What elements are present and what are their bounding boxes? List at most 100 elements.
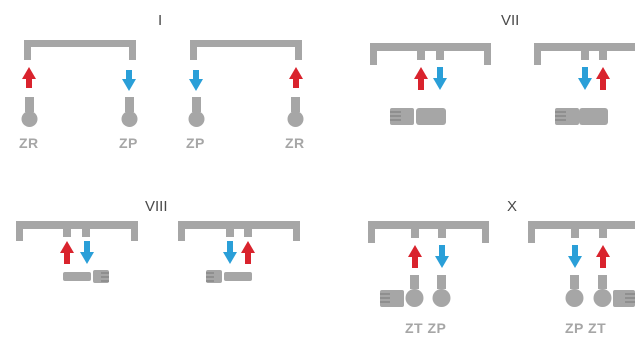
thermostatic-head-grip bbox=[390, 111, 401, 113]
section-heading-i: I bbox=[158, 12, 162, 29]
radiator-pipe bbox=[370, 43, 491, 51]
radiator-pipe bbox=[528, 221, 635, 229]
blue-down-arrow-icon bbox=[122, 70, 136, 91]
radiator-leg bbox=[129, 40, 136, 60]
section-heading-x: X bbox=[507, 198, 517, 215]
valve-icon bbox=[405, 289, 424, 307]
red-up-arrow-icon bbox=[60, 241, 74, 264]
connector-stub bbox=[438, 229, 446, 238]
radiator-pipe bbox=[368, 221, 489, 229]
connector-stub bbox=[571, 229, 579, 238]
valve-body bbox=[63, 272, 91, 281]
unit-viii-right bbox=[178, 221, 300, 283]
unit-x-left: ZT ZP bbox=[368, 221, 489, 336]
blue-down-arrow-icon bbox=[189, 70, 203, 91]
connector-stub bbox=[411, 229, 419, 238]
connector-stub bbox=[599, 51, 607, 60]
valve-icon bbox=[432, 289, 451, 307]
blue-down-arrow-icon bbox=[433, 67, 447, 90]
thermostatic-head-grip bbox=[206, 276, 214, 278]
valve-stem bbox=[570, 275, 579, 289]
blue-down-arrow-icon bbox=[568, 245, 582, 268]
valve-icon bbox=[565, 289, 584, 307]
valve-body bbox=[416, 108, 446, 125]
valve-icon bbox=[21, 111, 38, 127]
thermostatic-head-grip bbox=[101, 280, 109, 282]
blue-down-arrow-icon bbox=[80, 241, 94, 264]
thermostatic-head-grip bbox=[555, 119, 566, 121]
thermostatic-head-grip bbox=[101, 272, 109, 274]
thermostatic-head-grip bbox=[625, 301, 635, 303]
radiator-leg bbox=[534, 43, 541, 65]
connection-label: ZP ZT bbox=[565, 320, 606, 336]
valve-body bbox=[579, 108, 608, 125]
unit-i-left: ZR ZP bbox=[19, 40, 138, 151]
unit-i-right: ZP ZR bbox=[186, 40, 305, 151]
radiator-leg bbox=[16, 221, 23, 241]
thermostatic-head-grip bbox=[390, 115, 401, 117]
radiator-leg bbox=[293, 221, 300, 241]
section-heading-vii: VII bbox=[501, 12, 519, 29]
unit-vii-left bbox=[370, 43, 491, 125]
thermostatic-head-grip bbox=[380, 301, 390, 303]
connector-stub bbox=[599, 229, 607, 238]
connection-label: ZP bbox=[119, 135, 138, 151]
thermostatic-head-grip bbox=[380, 293, 390, 295]
red-up-arrow-icon bbox=[241, 241, 255, 264]
thermostatic-head-grip bbox=[206, 280, 214, 282]
blue-down-arrow-icon bbox=[435, 245, 449, 268]
radiator-leg bbox=[295, 40, 302, 60]
thermostatic-head-grip bbox=[625, 293, 635, 295]
thermostatic-head-grip bbox=[390, 119, 401, 121]
unit-x-right: ZP ZT bbox=[528, 221, 635, 336]
connection-label: ZT ZP bbox=[405, 320, 446, 336]
red-up-arrow-icon bbox=[414, 67, 428, 90]
valve-icon bbox=[188, 111, 205, 127]
radiator-pipe bbox=[16, 221, 138, 229]
radiator-leg bbox=[190, 40, 197, 60]
connector-stub bbox=[417, 51, 425, 60]
valve-stem bbox=[291, 97, 300, 112]
connector-stub bbox=[63, 229, 71, 237]
radiator-pipe bbox=[190, 40, 302, 47]
red-up-arrow-icon bbox=[289, 67, 303, 88]
valve-stem bbox=[437, 275, 446, 289]
thermostatic-head-grip bbox=[555, 111, 566, 113]
valve-stem bbox=[125, 97, 134, 112]
radiator-leg bbox=[24, 40, 31, 60]
radiator-leg bbox=[528, 221, 535, 243]
connection-label: ZP bbox=[186, 135, 205, 151]
blue-down-arrow-icon bbox=[223, 241, 237, 264]
section-heading-viii: VIII bbox=[145, 198, 168, 215]
unit-vii-right bbox=[534, 43, 635, 125]
valve-body bbox=[224, 272, 252, 281]
red-up-arrow-icon bbox=[22, 67, 36, 88]
red-up-arrow-icon bbox=[596, 245, 610, 268]
thermostatic-head-grip bbox=[555, 115, 566, 117]
valve-icon bbox=[593, 289, 612, 307]
radiator-leg bbox=[482, 221, 489, 243]
radiator-leg bbox=[178, 221, 185, 241]
radiator-pipe bbox=[178, 221, 300, 229]
radiator-leg bbox=[484, 43, 491, 65]
connector-stub bbox=[226, 229, 234, 237]
radiator-leg bbox=[370, 43, 377, 65]
connector-stub bbox=[244, 229, 252, 237]
radiator-leg bbox=[368, 221, 375, 243]
connector-stub bbox=[581, 51, 589, 60]
connector-stub bbox=[82, 229, 90, 237]
valve-stem bbox=[598, 275, 607, 289]
connection-label: ZR bbox=[19, 135, 39, 151]
red-up-arrow-icon bbox=[408, 245, 422, 268]
valve-icon bbox=[287, 111, 304, 127]
blue-down-arrow-icon bbox=[578, 67, 592, 90]
thermostatic-head-grip bbox=[206, 272, 214, 274]
thermostatic-head-grip bbox=[101, 276, 109, 278]
connection-label: ZR bbox=[285, 135, 305, 151]
radiator-leg bbox=[131, 221, 138, 241]
thermostatic-head-grip bbox=[380, 297, 390, 299]
valve-stem bbox=[25, 97, 34, 112]
unit-viii-left bbox=[16, 221, 138, 283]
radiator-pipe bbox=[24, 40, 136, 47]
